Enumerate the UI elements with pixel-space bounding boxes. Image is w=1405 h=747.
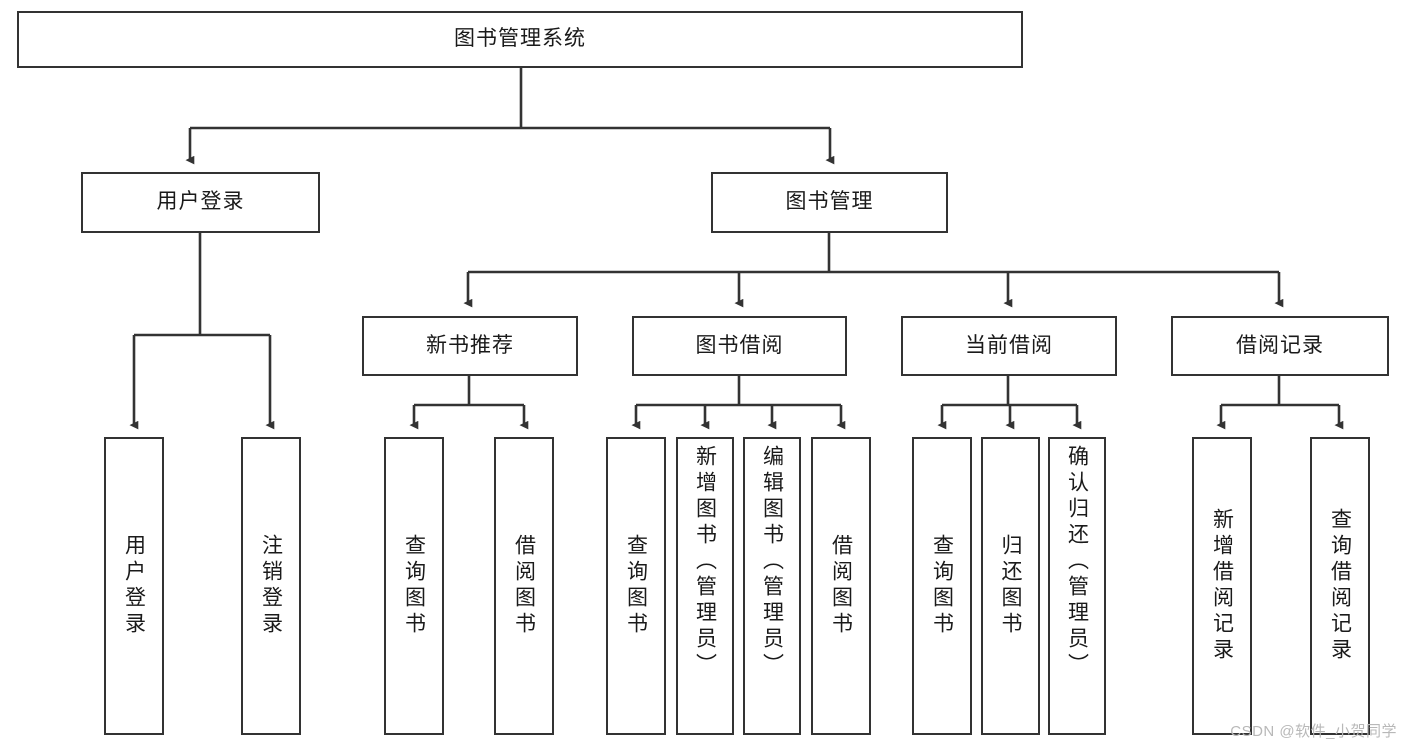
leaf-query-book-2-label: 查询图书 bbox=[624, 534, 648, 638]
leaf-query-book-3-label: 查询图书 bbox=[930, 534, 954, 638]
leaf-edit-book-label: 编辑图书（管理员） bbox=[760, 445, 784, 679]
leaf-user-logout[interactable]: 注销登录 bbox=[241, 437, 301, 735]
node-new-book-recommend-label: 新书推荐 bbox=[426, 333, 514, 357]
leaf-add-book[interactable]: 新增图书（管理员） bbox=[676, 437, 734, 735]
leaf-edit-book[interactable]: 编辑图书（管理员） bbox=[743, 437, 801, 735]
node-current-borrow[interactable]: 当前借阅 bbox=[901, 316, 1117, 376]
leaf-add-book-label: 新增图书（管理员） bbox=[693, 445, 717, 679]
node-user-login[interactable]: 用户登录 bbox=[81, 172, 320, 233]
leaf-return-book-label: 归还图书 bbox=[999, 534, 1022, 638]
node-root[interactable]: 图书管理系统 bbox=[17, 11, 1023, 68]
node-new-book-recommend[interactable]: 新书推荐 bbox=[362, 316, 578, 376]
leaf-user-logout-label: 注销登录 bbox=[259, 534, 283, 638]
node-current-borrow-label: 当前借阅 bbox=[965, 333, 1053, 357]
leaf-query-book-2[interactable]: 查询图书 bbox=[606, 437, 666, 735]
leaf-confirm-return[interactable]: 确认归还（管理员） bbox=[1048, 437, 1106, 735]
leaf-user-login[interactable]: 用户登录 bbox=[104, 437, 164, 735]
leaf-query-book-1-label: 查询图书 bbox=[402, 534, 426, 638]
node-user-login-label: 用户登录 bbox=[156, 190, 245, 214]
leaf-add-record[interactable]: 新增借阅记录 bbox=[1192, 437, 1252, 735]
leaf-query-book-3[interactable]: 查询图书 bbox=[912, 437, 972, 735]
node-book-borrow-label: 图书借阅 bbox=[695, 333, 784, 357]
node-book-manage[interactable]: 图书管理 bbox=[711, 172, 948, 233]
leaf-query-record[interactable]: 查询借阅记录 bbox=[1310, 437, 1370, 735]
leaf-confirm-return-label: 确认归还（管理员） bbox=[1065, 445, 1089, 679]
leaf-borrow-book-2-label: 借阅图书 bbox=[829, 534, 853, 638]
node-borrow-record[interactable]: 借阅记录 bbox=[1171, 316, 1389, 376]
leaf-return-book[interactable]: 归还图书 bbox=[981, 437, 1040, 735]
node-borrow-record-label: 借阅记录 bbox=[1236, 333, 1324, 357]
leaf-add-record-label: 新增借阅记录 bbox=[1210, 508, 1234, 664]
leaf-user-login-label: 用户登录 bbox=[122, 534, 146, 638]
leaf-borrow-book-1[interactable]: 借阅图书 bbox=[494, 437, 554, 735]
node-book-borrow[interactable]: 图书借阅 bbox=[632, 316, 847, 376]
csdn-watermark: CSDN @软件_小贺同学 bbox=[1230, 723, 1397, 740]
leaf-borrow-book-2[interactable]: 借阅图书 bbox=[811, 437, 871, 735]
leaf-borrow-book-1-label: 借阅图书 bbox=[512, 534, 536, 638]
node-root-label: 图书管理系统 bbox=[454, 27, 586, 51]
leaf-query-record-label: 查询借阅记录 bbox=[1328, 508, 1352, 664]
leaf-query-book-1[interactable]: 查询图书 bbox=[384, 437, 444, 735]
node-book-manage-label: 图书管理 bbox=[785, 190, 874, 214]
